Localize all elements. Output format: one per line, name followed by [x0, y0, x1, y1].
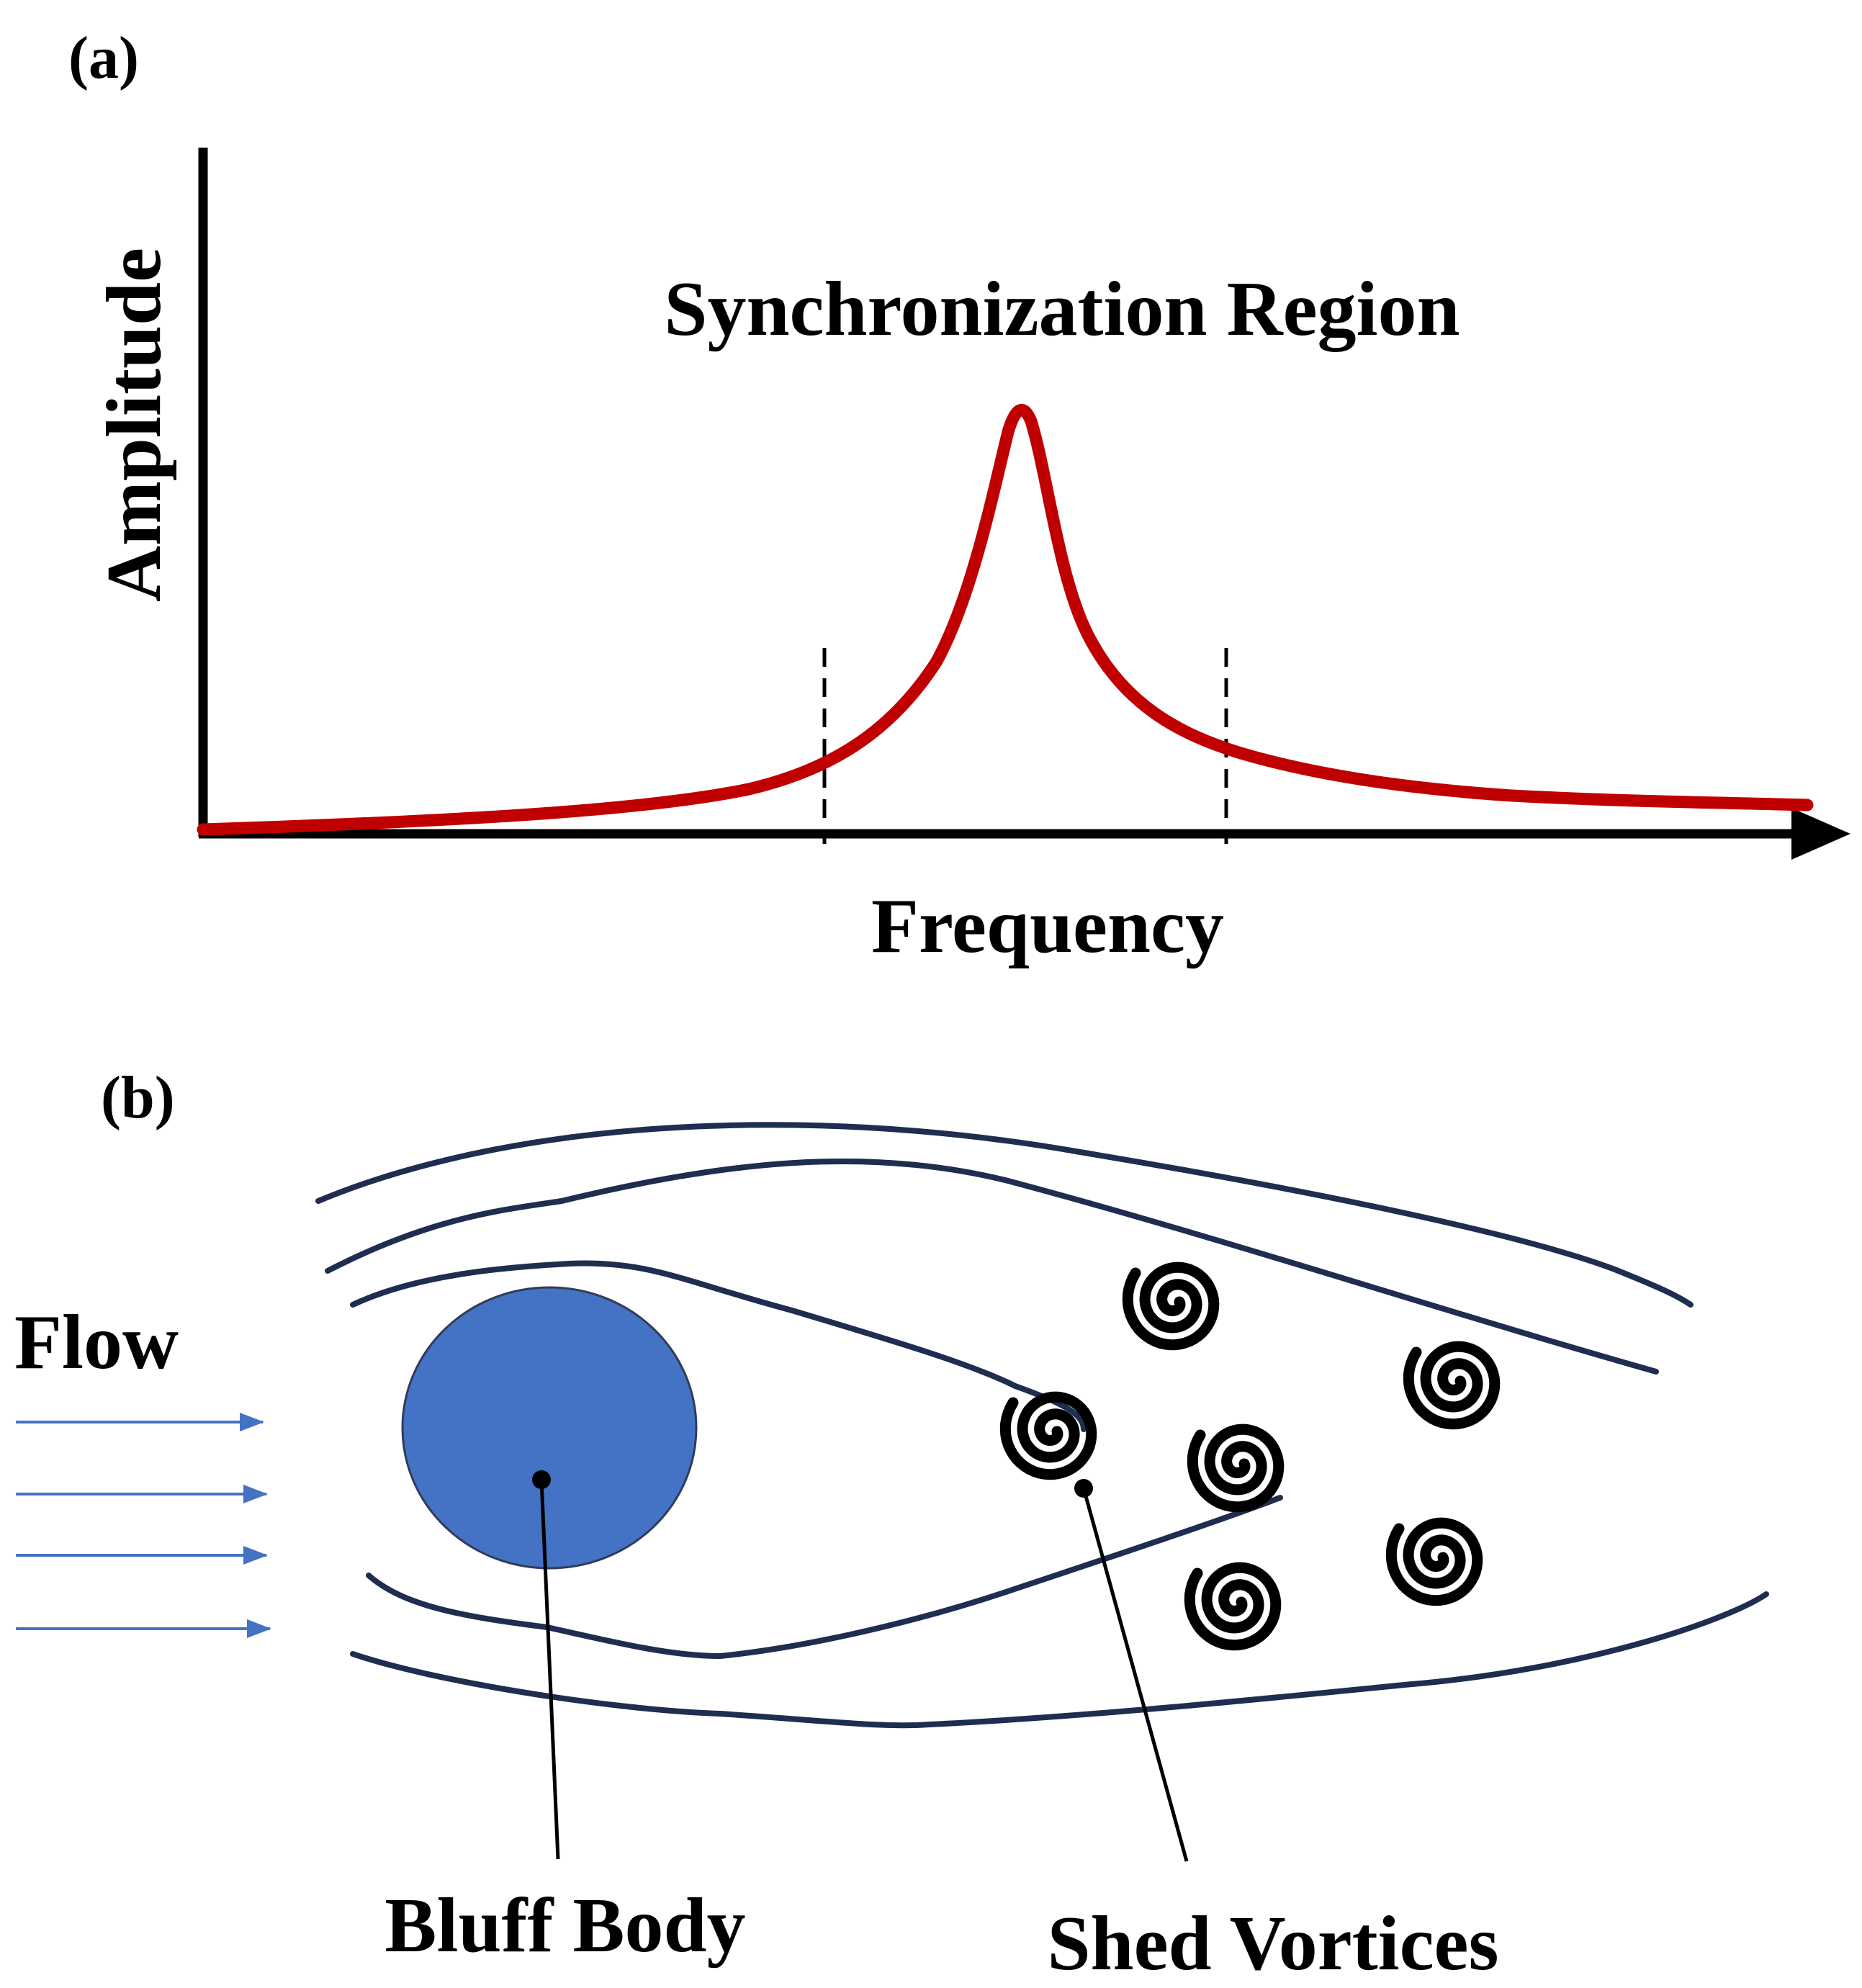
resonance-curve — [197, 404, 1814, 836]
streamline-lower-wake — [366, 1495, 1283, 1660]
shed-vortices-leader-line — [1081, 1488, 1189, 1862]
vortex-spiral — [1187, 1423, 1285, 1513]
vortex-spiral — [1385, 1517, 1483, 1606]
panel-b-label: (b) — [101, 1064, 175, 1131]
streamline-top-2 — [325, 1158, 1659, 1375]
streamline-top-1 — [315, 1122, 1694, 1308]
vortex-spiral — [1403, 1341, 1501, 1430]
vortex-spiral — [999, 1391, 1097, 1480]
panel-b: (b) Flow Bluff Body Shed Vortices — [14, 1064, 1769, 1987]
panel-a: (a) Amplitude Frequency Synchronization … — [68, 24, 1850, 969]
streamline-upper-wake — [350, 1260, 1087, 1432]
streamlines — [315, 1122, 1769, 1729]
shed-vortices-label: Shed Vortices — [1047, 1901, 1498, 1987]
panel-a-label: (a) — [68, 24, 139, 91]
bluff-body-leader-line — [539, 1479, 560, 1860]
vortex-spiral — [1184, 1562, 1282, 1651]
x-axis-label: Frequency — [871, 883, 1224, 969]
bluff-body-circle — [401, 1286, 698, 1570]
synchronization-region-label: Synchronization Region — [664, 266, 1460, 352]
shed-vortices — [999, 1261, 1501, 1651]
bluff-body-label: Bluff Body — [384, 1883, 745, 1969]
x-axis-arrowhead — [1791, 808, 1850, 860]
flow-label: Flow — [14, 1300, 179, 1385]
streamline-bottom — [350, 1591, 1769, 1729]
vortex-spiral — [1122, 1261, 1220, 1351]
flow-arrows — [16, 1413, 271, 1638]
y-axis-label: Amplitude — [91, 248, 177, 602]
